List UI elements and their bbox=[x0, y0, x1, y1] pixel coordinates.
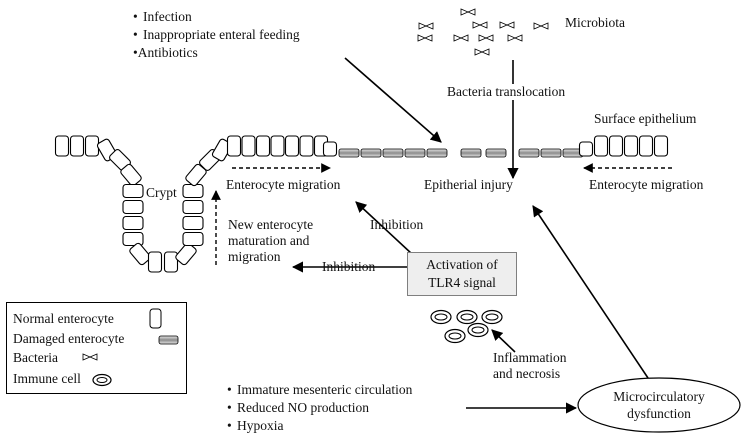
legend-normal-enterocyte-symbol bbox=[149, 308, 162, 329]
inhibition-lower-label: Inhibition bbox=[322, 259, 376, 274]
microcirculatory-to-injury-arrow bbox=[532, 205, 649, 379]
normal-enterocyte bbox=[182, 215, 204, 231]
damaged-enterocyte bbox=[460, 148, 482, 158]
microcirculatory-ellipse bbox=[577, 377, 741, 433]
normal-enterocyte bbox=[129, 242, 151, 266]
normal-enterocyte bbox=[270, 135, 285, 157]
immune-cells bbox=[430, 309, 503, 344]
bacterium bbox=[472, 21, 488, 29]
immune-cell bbox=[481, 309, 503, 325]
normal-enterocyte bbox=[120, 163, 142, 187]
normal-enterocyte bbox=[299, 135, 314, 157]
surface-epithelium-cells bbox=[226, 135, 338, 157]
bacteria-translocation-label: Bacteria translocation bbox=[446, 84, 567, 100]
legend-box: Normal enterocyte Damaged enterocyte Bac… bbox=[6, 302, 187, 394]
normal-enterocyte bbox=[122, 199, 144, 215]
legend-damaged-enterocyte-symbol bbox=[158, 335, 179, 345]
bacterium bbox=[474, 48, 490, 56]
damaged-epithelium-cells bbox=[338, 148, 584, 158]
epithelial-injury-label: Epitherial injury bbox=[424, 177, 513, 192]
damaged-enterocyte bbox=[426, 148, 448, 158]
normal-enterocyte bbox=[182, 231, 204, 247]
bacterium bbox=[82, 353, 98, 361]
normal-enterocyte bbox=[163, 251, 179, 273]
enterocyte-migration-left-label: Enterocyte migration bbox=[226, 177, 341, 192]
immune-cell bbox=[467, 322, 489, 338]
normal-enterocyte bbox=[255, 135, 271, 157]
crypt-label: Crypt bbox=[146, 185, 177, 200]
risk-factor-antibiotics: •Antibiotics bbox=[133, 45, 198, 60]
bacterium bbox=[417, 34, 433, 42]
damaged-enterocyte bbox=[382, 148, 404, 158]
normal-enterocyte bbox=[54, 135, 70, 157]
bacterium bbox=[453, 34, 469, 42]
damaged-enterocyte bbox=[518, 148, 540, 158]
bacterium bbox=[460, 8, 476, 16]
normal-enterocyte bbox=[69, 135, 85, 157]
microbiota-label: Microbiota bbox=[565, 15, 625, 30]
bacterium bbox=[533, 22, 549, 30]
normal-enterocyte bbox=[653, 135, 669, 157]
normal-enterocyte bbox=[226, 135, 242, 157]
normal-enterocyte bbox=[241, 135, 256, 157]
inflammation-necrosis-label: Inflammation and necrosis bbox=[493, 350, 567, 381]
inflammation-arrow bbox=[491, 329, 516, 353]
normal-enterocyte bbox=[638, 135, 654, 157]
damaged-enterocyte bbox=[540, 148, 562, 158]
normal-enterocyte bbox=[122, 231, 144, 247]
normal-enterocyte bbox=[84, 135, 100, 157]
microbiota-bacteria bbox=[417, 8, 549, 56]
damaged-enterocyte bbox=[338, 148, 360, 158]
crypt-cells bbox=[120, 138, 233, 273]
legend-damaged-enterocyte-label: Damaged enterocyte bbox=[13, 331, 125, 346]
damaged-enterocyte bbox=[485, 148, 507, 158]
normal-enterocyte bbox=[623, 135, 639, 157]
cause-reduced-no: •Reduced NO production bbox=[227, 400, 369, 415]
normal-enterocyte bbox=[322, 141, 338, 157]
risk-factor-infection: •Infection bbox=[133, 9, 192, 24]
tlr4-activation-box: Activation of TLR4 signal bbox=[407, 252, 517, 296]
cause-immature-circulation: •Immature mesenteric circulation bbox=[227, 382, 413, 397]
inhibition-upper-arrow bbox=[355, 201, 413, 255]
normal-enterocyte bbox=[182, 183, 204, 199]
legend-immune-cell-symbol bbox=[92, 373, 112, 387]
normal-enterocyte bbox=[608, 135, 624, 157]
epithelium-right-cells bbox=[578, 135, 669, 157]
normal-enterocyte bbox=[122, 215, 144, 231]
inhibition-upper-label: Inhibition bbox=[370, 217, 424, 232]
legend-bacteria-symbol bbox=[82, 353, 98, 361]
normal-enterocyte bbox=[175, 242, 197, 266]
normal-enterocyte bbox=[122, 183, 144, 199]
immune-cell bbox=[444, 328, 466, 344]
bacterium bbox=[499, 21, 515, 29]
risk-factor-feeding: •Inappropriate enteral feeding bbox=[133, 27, 300, 42]
normal-enterocyte bbox=[147, 251, 163, 273]
immune-cell bbox=[456, 309, 478, 325]
normal-enterocyte bbox=[284, 135, 300, 157]
normal-enterocyte bbox=[593, 135, 609, 157]
new-enterocyte-label: New enterocyte maturation and migration bbox=[228, 217, 314, 264]
cause-hypoxia: •Hypoxia bbox=[227, 418, 284, 433]
damaged-enterocyte bbox=[360, 148, 382, 158]
epithelium-left-cells bbox=[54, 135, 131, 171]
legend-normal-enterocyte-label: Normal enterocyte bbox=[13, 311, 114, 326]
microcirculatory-dysfunction-label: Microcirculatory dysfunction bbox=[613, 389, 705, 421]
legend-bacteria-label: Bacteria bbox=[13, 350, 58, 365]
normal-enterocyte bbox=[578, 141, 594, 157]
risk-factors-arrow bbox=[344, 57, 442, 143]
immune-cell bbox=[430, 309, 452, 325]
surface-epithelium-label: Surface epithelium bbox=[594, 111, 697, 126]
legend-immune-cell-label: Immune cell bbox=[13, 371, 81, 386]
damaged-enterocyte bbox=[404, 148, 426, 158]
bacterium bbox=[418, 22, 434, 30]
enterocyte-migration-right-label: Enterocyte migration bbox=[589, 177, 704, 192]
normal-enterocyte bbox=[182, 199, 204, 215]
bacterium bbox=[478, 34, 494, 42]
bacterium bbox=[507, 34, 523, 42]
